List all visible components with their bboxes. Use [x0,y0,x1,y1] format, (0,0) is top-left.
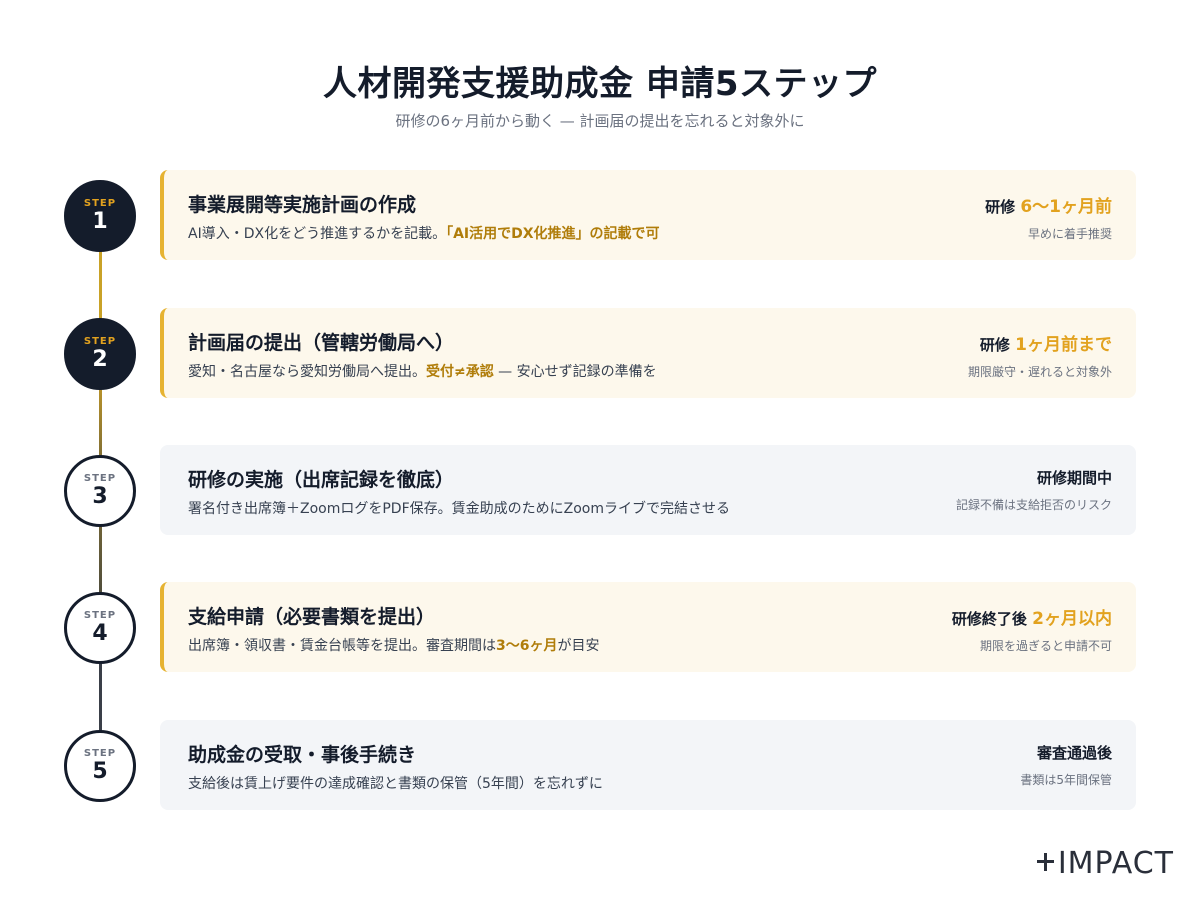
step-timing: 研修期間中 記録不備は支給拒否のリスク [956,467,1112,513]
desc-highlight: 「AI活用でDX化推進」の記載で可 [446,226,660,242]
timeline-connector [99,250,102,330]
timing-note: 期限厳守・遅れると対象外 [967,365,1112,379]
timing-prefix: 研修 [985,198,1021,216]
step-number: 1 [92,209,108,234]
step-number: 2 [92,347,108,372]
step-timing: 研修終了後 2ヶ月以内 期限を過ぎると申請不可 [952,604,1112,654]
timing-prefix: 研修 [979,336,1016,354]
step-description: 支給後は賃上げ要件の達成確認と書類の保管（5年間）を忘れずに [188,773,603,793]
desc-highlight: 3〜6ヶ月 [496,638,558,654]
timing-text: 研修終了後 2ヶ月以内 [952,604,1112,629]
page-title: 人材開発支援助成金 申請5ステップ [323,64,877,104]
step-title: 計画届の提出（管轄労働局へ） [188,332,455,354]
desc-suffix: — 安心せず記録の準備を [493,364,657,380]
step-3-marker: STEP 3 [64,455,136,527]
timing-text: 研修 6〜1ヶ月前 [985,192,1112,217]
step-label: STEP [83,748,117,759]
step-2-card: 計画届の提出（管轄労働局へ） 愛知・名古屋なら愛知労働局へ提出。受付≠承認 — … [160,308,1136,398]
step-label: STEP [83,198,117,209]
step-title: 助成金の受取・事後手続き [188,744,417,766]
step-4-marker: STEP 4 [64,592,136,664]
timing-highlight: 1ヶ月前まで [1015,335,1112,355]
logo-text: IMPACT [1057,846,1174,881]
step-number: 3 [92,484,108,509]
timing-note: 早めに着手推奨 [1027,227,1112,241]
desc-highlight: 受付≠承認 [426,364,494,380]
step-1-card: 事業展開等実施計画の作成 AI導入・DX化をどう推進するかを記載。「AI活用でD… [160,170,1136,260]
plus-mark-icon [1036,852,1054,871]
step-3-card: 研修の実施（出席記録を徹底） 署名付き出席簿＋ZoomログをPDF保存。賃金助成… [160,445,1136,535]
step-timing: 研修 1ヶ月前まで 期限厳守・遅れると対象外 [968,330,1112,380]
impact-logo: IMPACT [1036,846,1174,881]
timing-prefix: 研修終了後 [951,610,1033,628]
timing-note: 書類は5年間保管 [1020,773,1112,787]
step-label: STEP [83,610,117,621]
desc-text: 愛知・名古屋なら愛知労働局へ提出。 [188,364,426,380]
step-description: 出席簿・領収書・賃金台帳等を提出。審査期間は3〜6ヶ月が目安 [188,635,599,655]
step-2-marker: STEP 2 [64,318,136,390]
step-number: 5 [92,759,108,784]
timing-text: 研修期間中 [1036,469,1112,487]
desc-text: 支給後は賃上げ要件の達成確認と書類の保管（5年間）を忘れずに [188,776,603,792]
timing-text: 審査通過後 [1036,744,1112,762]
desc-text: 署名付き出席簿＋ZoomログをPDF保存。賃金助成のためにZoomライブで完結さ… [188,501,730,517]
step-description: 署名付き出席簿＋ZoomログをPDF保存。賃金助成のためにZoomライブで完結さ… [188,498,730,518]
timing-highlight: 2ヶ月以内 [1032,609,1112,629]
timeline-connector [99,662,102,742]
step-timing: 研修 6〜1ヶ月前 早めに着手推奨 [985,192,1112,242]
page-subtitle: 研修の6ヶ月前から動く — 計画届の提出を忘れると対象外に [395,112,805,130]
step-title: 支給申請（必要書類を提出） [188,606,436,628]
desc-suffix: が目安 [557,638,600,654]
desc-text: AI導入・DX化をどう推進するかを記載。 [188,226,447,242]
step-5-card: 助成金の受取・事後手続き 支給後は賃上げ要件の達成確認と書類の保管（5年間）を忘… [160,720,1136,810]
step-number: 4 [92,621,108,646]
step-title: 研修の実施（出席記録を徹底） [188,469,455,491]
timing-highlight: 6〜1ヶ月前 [1020,197,1112,217]
step-5-marker: STEP 5 [64,730,136,802]
desc-text: 出席簿・領収書・賃金台帳等を提出。審査期間は [188,638,496,654]
step-description: 愛知・名古屋なら愛知労働局へ提出。受付≠承認 — 安心せず記録の準備を [188,361,657,381]
step-4-card: 支給申請（必要書類を提出） 出席簿・領収書・賃金台帳等を提出。審査期間は3〜6ヶ… [160,582,1136,672]
step-timing: 審査通過後 書類は5年間保管 [1020,742,1112,788]
step-title: 事業展開等実施計画の作成 [188,194,417,216]
timing-note: 期限を過ぎると申請不可 [979,639,1112,653]
timeline-connector [99,525,102,605]
step-1-marker: STEP 1 [64,180,136,252]
step-label: STEP [83,336,117,347]
step-label: STEP [83,473,117,484]
timing-note: 記録不備は支給拒否のリスク [955,498,1112,512]
step-description: AI導入・DX化をどう推進するかを記載。「AI活用でDX化推進」の記載で可 [188,223,660,243]
timeline-connector [99,388,102,468]
timing-text: 研修 1ヶ月前まで [968,330,1112,355]
